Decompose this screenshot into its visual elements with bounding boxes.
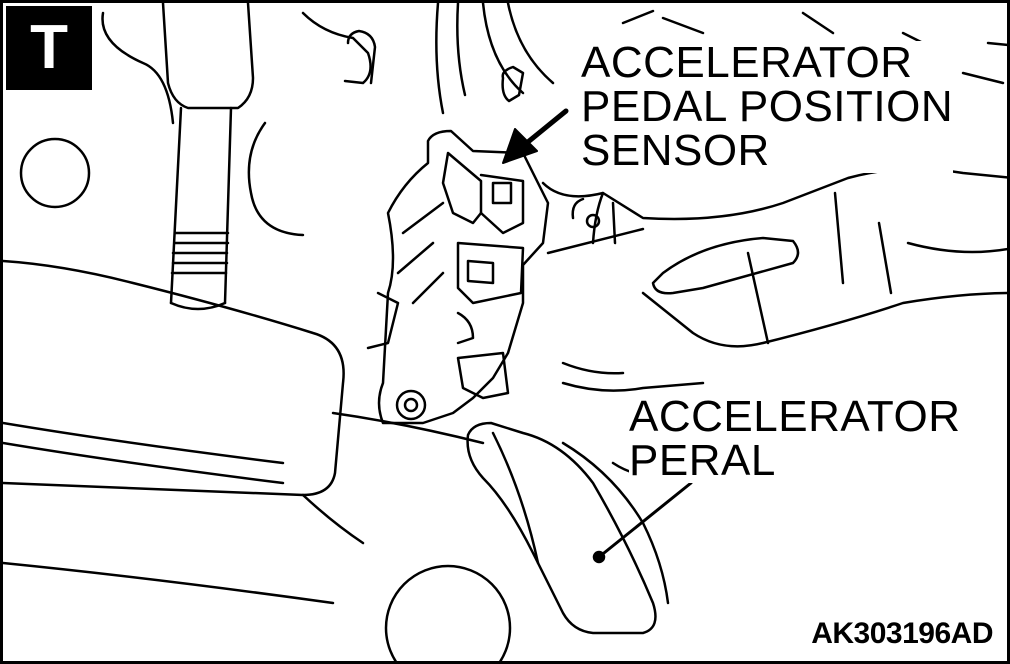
sensor-housing — [366, 129, 550, 425]
section-badge: T — [6, 6, 92, 90]
footwell-panel — [3, 259, 485, 605]
pedal-label: ACCELERATOR PERAL — [629, 395, 961, 483]
sensor-label-line: PEDAL POSITION — [581, 82, 954, 131]
upper-clip — [346, 29, 377, 85]
sensor-label: ACCELERATOR PEDAL POSITION SENSOR — [581, 38, 954, 175]
connector-plug — [501, 65, 525, 103]
mounting-hole — [19, 137, 91, 209]
floor-hole — [384, 564, 512, 661]
pedal-label-line: ACCELERATOR — [629, 392, 961, 441]
pedal-label-line: PERAL — [629, 436, 776, 485]
steering-column — [161, 3, 255, 311]
figure-code: AK303196AD — [811, 617, 993, 651]
pedal-leader-line — [597, 481, 693, 559]
pedal-leader-dot — [592, 550, 606, 564]
sensor-label-line: ACCELERATOR — [581, 38, 913, 87]
upper-bracket — [101, 11, 372, 237]
pedal-assembly-illustration — [3, 3, 1007, 661]
sensor-label-line: SENSOR — [581, 126, 770, 175]
harness-line — [435, 3, 555, 115]
sensor-arrow — [502, 108, 569, 164]
